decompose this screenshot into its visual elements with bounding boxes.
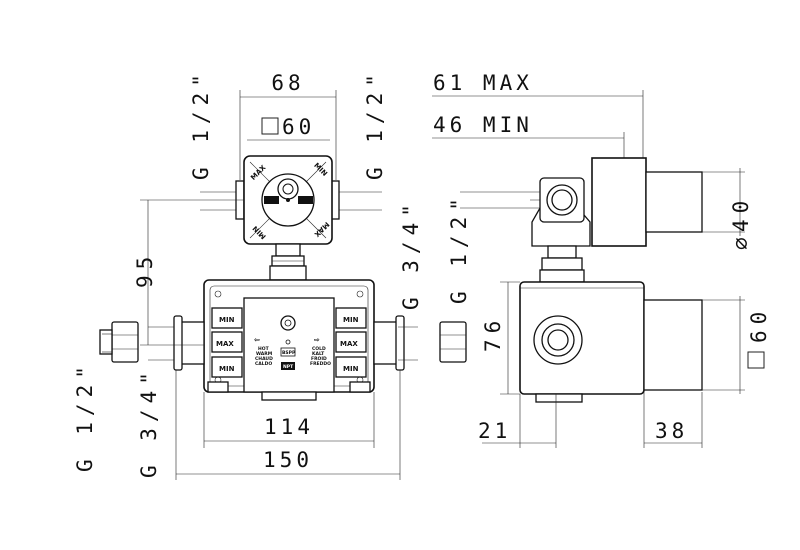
badge-bspp — [264, 196, 279, 204]
center-plate — [243, 297, 335, 393]
front-view: G 3/4" ⇦ ⇨ HOT WARM CHAUD CALDO COLD KAL… — [73, 198, 467, 480]
port-left-large-label: G 3/4" — [137, 366, 161, 478]
side-neck-nut — [541, 257, 583, 271]
badge-npt — [281, 362, 295, 370]
top-view: 68 60 G 1/2" G 1/2" MAX MIN MIN MAX — [133, 68, 387, 345]
tab-left-1: MIN — [219, 316, 235, 324]
square-symbol-icon — [261, 117, 279, 135]
tab-left-3: MIN — [219, 365, 235, 373]
label-chaud: CHAUD — [255, 356, 273, 362]
label-froid: FROID — [311, 356, 327, 362]
foot-left — [207, 381, 229, 393]
neck — [269, 243, 307, 281]
dim-46-label: 46 MIN — [433, 113, 533, 137]
label-caldo: CALDO — [255, 361, 272, 367]
center-dot — [286, 198, 290, 202]
foot-right — [349, 381, 371, 393]
tab-right-2: MAX — [340, 340, 358, 348]
tab-right-1: MIN — [343, 316, 359, 324]
center-screw — [280, 315, 296, 331]
tab-right-3: MIN — [343, 365, 359, 373]
screw-head — [282, 183, 294, 195]
port-side-label: G 1/2" — [447, 192, 471, 304]
adjust-screw — [277, 178, 299, 200]
side-view: 61 MAX 46 MIN 40 ⌀ G 1/2" — [432, 71, 771, 448]
side-cover — [643, 299, 703, 391]
badge-bspp — [280, 347, 296, 357]
arrow-left-icon: ⇦ — [254, 336, 260, 344]
badge-npt-label: NPT — [283, 364, 294, 370]
tab-left-2: MAX — [216, 340, 234, 348]
screw-hole — [214, 290, 222, 298]
neck-lower — [269, 265, 307, 281]
side-neck-lower — [539, 269, 585, 283]
badge-bspp-label: BSPP — [282, 350, 296, 356]
label-warm: WARM — [256, 351, 273, 357]
tab-box — [335, 331, 367, 353]
cartridge-housing — [591, 157, 647, 247]
fitting-left — [99, 321, 139, 363]
tabs-left: MIN MAX MIN — [211, 307, 243, 378]
dim-95-label: 95 — [133, 251, 157, 288]
dim-21-label: 21 — [478, 419, 511, 443]
label-kalt: KALT — [312, 351, 325, 357]
neck-upper — [275, 243, 301, 257]
fitting-right — [439, 321, 467, 363]
pipe-left — [179, 321, 205, 365]
label-hot: HOT — [258, 346, 270, 352]
tab-box — [335, 356, 367, 378]
label-freddo: FREDDO — [310, 361, 331, 367]
dim-60-label: 60 — [282, 115, 315, 139]
side-bottom-stub — [535, 393, 583, 403]
badge-npt — [298, 196, 313, 204]
tabs-right: MIN MAX MIN — [335, 307, 367, 378]
center-screw-head — [284, 319, 292, 327]
side-neck — [547, 245, 577, 259]
port-top-label: G 3/4" — [399, 198, 423, 310]
tab-box — [211, 356, 243, 378]
dim-38-label: 38 — [655, 419, 688, 443]
port-left-small-label: G 1/2" — [73, 360, 97, 472]
screw-hole — [356, 290, 364, 298]
center-dot — [285, 339, 291, 345]
tab-box — [211, 331, 243, 353]
upper-port-bore — [551, 189, 573, 211]
square-symbol-icon — [747, 351, 765, 369]
port-left-label: G 1/2" — [189, 68, 213, 180]
tab-box — [335, 307, 367, 329]
label-cold: COLD — [312, 346, 326, 352]
port-right-label: G 1/2" — [363, 68, 387, 180]
dim-150-label: 150 — [263, 448, 313, 472]
dim-60-label: 60 — [747, 306, 771, 343]
dim-68-label: 68 — [271, 71, 304, 95]
arrow-right-icon: ⇨ — [314, 336, 320, 344]
dim-114-label: 114 — [264, 415, 314, 439]
diameter-symbol-icon: ⌀ — [729, 233, 753, 250]
pipe-left-flange — [173, 315, 183, 371]
dim-61-label: 61 MAX — [433, 71, 533, 95]
nut — [439, 321, 467, 363]
nut — [111, 321, 139, 363]
pipe-right — [373, 321, 399, 365]
side-port-inner — [547, 329, 569, 351]
dim-76-label: 76 — [481, 315, 505, 352]
cartridge-knob — [645, 171, 703, 233]
tab-box — [211, 307, 243, 329]
pipe-right-flange — [395, 315, 405, 371]
bottom-stub — [261, 391, 317, 401]
stub — [99, 329, 113, 355]
dim-40-label: 40 — [729, 195, 753, 232]
